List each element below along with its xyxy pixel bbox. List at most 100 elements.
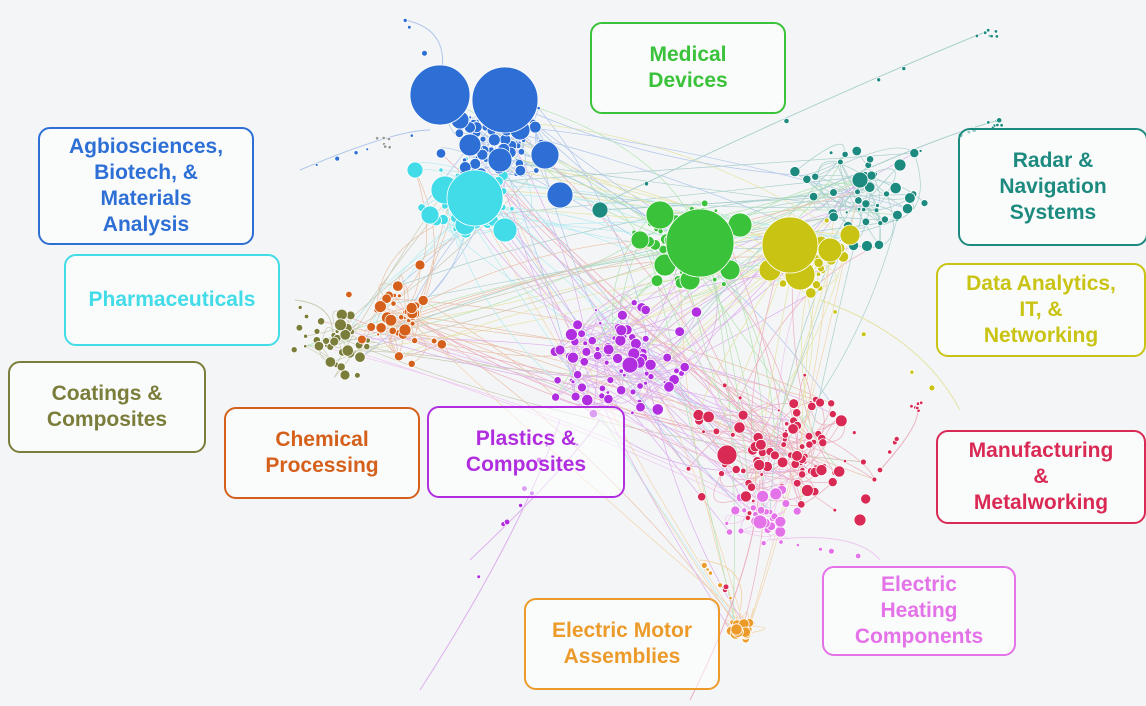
network-node	[746, 482, 757, 492]
network-node	[411, 337, 419, 345]
network-node	[420, 205, 440, 225]
network-node	[436, 339, 447, 350]
network-edge	[747, 216, 835, 630]
network-edge	[474, 163, 803, 471]
network-edge	[705, 244, 735, 634]
network-edge	[554, 302, 635, 352]
network-node	[363, 342, 371, 351]
cluster-label-manufacturing: Manufacturing & Metalworking	[936, 430, 1146, 524]
network-edge	[633, 302, 734, 435]
network-node	[851, 430, 857, 436]
network-node	[605, 390, 611, 395]
cluster-label-data-analytics: Data Analytics, IT, & Networking	[936, 263, 1146, 357]
network-node	[832, 309, 838, 315]
network-edge	[750, 270, 778, 451]
network-node	[737, 409, 749, 421]
network-node	[783, 117, 790, 125]
network-node	[739, 490, 752, 503]
network-node	[341, 344, 354, 357]
network-node	[828, 211, 839, 223]
network-node	[725, 528, 734, 536]
network-node	[892, 209, 903, 221]
network-node	[398, 323, 412, 337]
network-edge	[408, 320, 450, 354]
network-node	[860, 458, 867, 466]
cluster-label-radar-navigation: Radar & Navigation Systems	[958, 128, 1146, 246]
network-node	[366, 322, 377, 332]
network-node	[388, 326, 397, 336]
network-edge	[800, 284, 817, 505]
cluster-label-coatings: Coatings & Composites	[8, 361, 206, 453]
network-edge	[422, 300, 556, 398]
network-node	[928, 384, 936, 392]
network-edge	[399, 169, 427, 297]
network-edge	[740, 512, 784, 532]
network-node	[598, 384, 607, 393]
network-node	[392, 280, 404, 292]
network-edge	[592, 336, 624, 361]
network-edge	[496, 114, 587, 352]
network-node	[602, 343, 615, 356]
network-edge	[386, 298, 717, 432]
network-edge	[376, 212, 469, 311]
network-node	[458, 133, 482, 157]
network-node	[851, 145, 863, 157]
network-edge	[520, 121, 850, 241]
network-edge	[703, 431, 875, 480]
network-node	[313, 327, 321, 335]
network-node	[887, 449, 893, 455]
network-edge	[597, 355, 782, 491]
network-node	[616, 385, 627, 396]
network-node	[837, 158, 844, 166]
network-edge	[584, 357, 668, 368]
network-edge	[796, 374, 805, 456]
network-edge	[498, 152, 915, 182]
network-node	[781, 499, 791, 508]
network-edge	[796, 274, 813, 413]
network-edge	[632, 412, 730, 533]
network-edge	[618, 302, 635, 391]
network-node	[674, 326, 685, 337]
network-node	[645, 200, 675, 230]
network-node	[805, 287, 817, 299]
network-node	[316, 317, 326, 326]
network-node	[644, 358, 657, 371]
network-edge	[656, 280, 737, 627]
network-node	[614, 334, 627, 347]
network-node	[893, 435, 900, 442]
network-node	[417, 294, 429, 306]
network-node	[572, 370, 583, 380]
network-node	[728, 595, 733, 601]
network-node	[518, 502, 524, 508]
network-edge	[569, 355, 794, 422]
network-node	[904, 192, 916, 204]
network-node	[877, 220, 884, 227]
cluster-label-electric-motor: Electric Motor Assemblies	[524, 598, 720, 690]
network-edge	[359, 344, 675, 381]
network-node	[615, 324, 628, 337]
network-node	[579, 357, 590, 367]
network-node	[643, 181, 650, 187]
network-node	[528, 120, 542, 134]
network-node	[995, 122, 1000, 128]
cluster-label-plastics: Plastics & Composites	[427, 406, 625, 498]
network-node	[594, 308, 598, 313]
network-node	[603, 359, 610, 366]
network-node	[712, 427, 721, 436]
network-node	[662, 352, 672, 363]
network-node	[402, 17, 408, 23]
network-node	[909, 148, 920, 159]
network-edge	[757, 425, 802, 444]
network-node	[354, 351, 366, 363]
network-node	[883, 190, 891, 198]
network-node	[647, 373, 655, 381]
network-node	[476, 574, 482, 579]
network-node	[396, 293, 402, 299]
network-edge	[376, 295, 400, 357]
network-node	[612, 352, 624, 364]
network-node	[577, 382, 587, 393]
network-node	[776, 456, 789, 469]
network-node	[572, 319, 583, 331]
network-node	[778, 539, 784, 545]
network-edge	[554, 323, 680, 352]
